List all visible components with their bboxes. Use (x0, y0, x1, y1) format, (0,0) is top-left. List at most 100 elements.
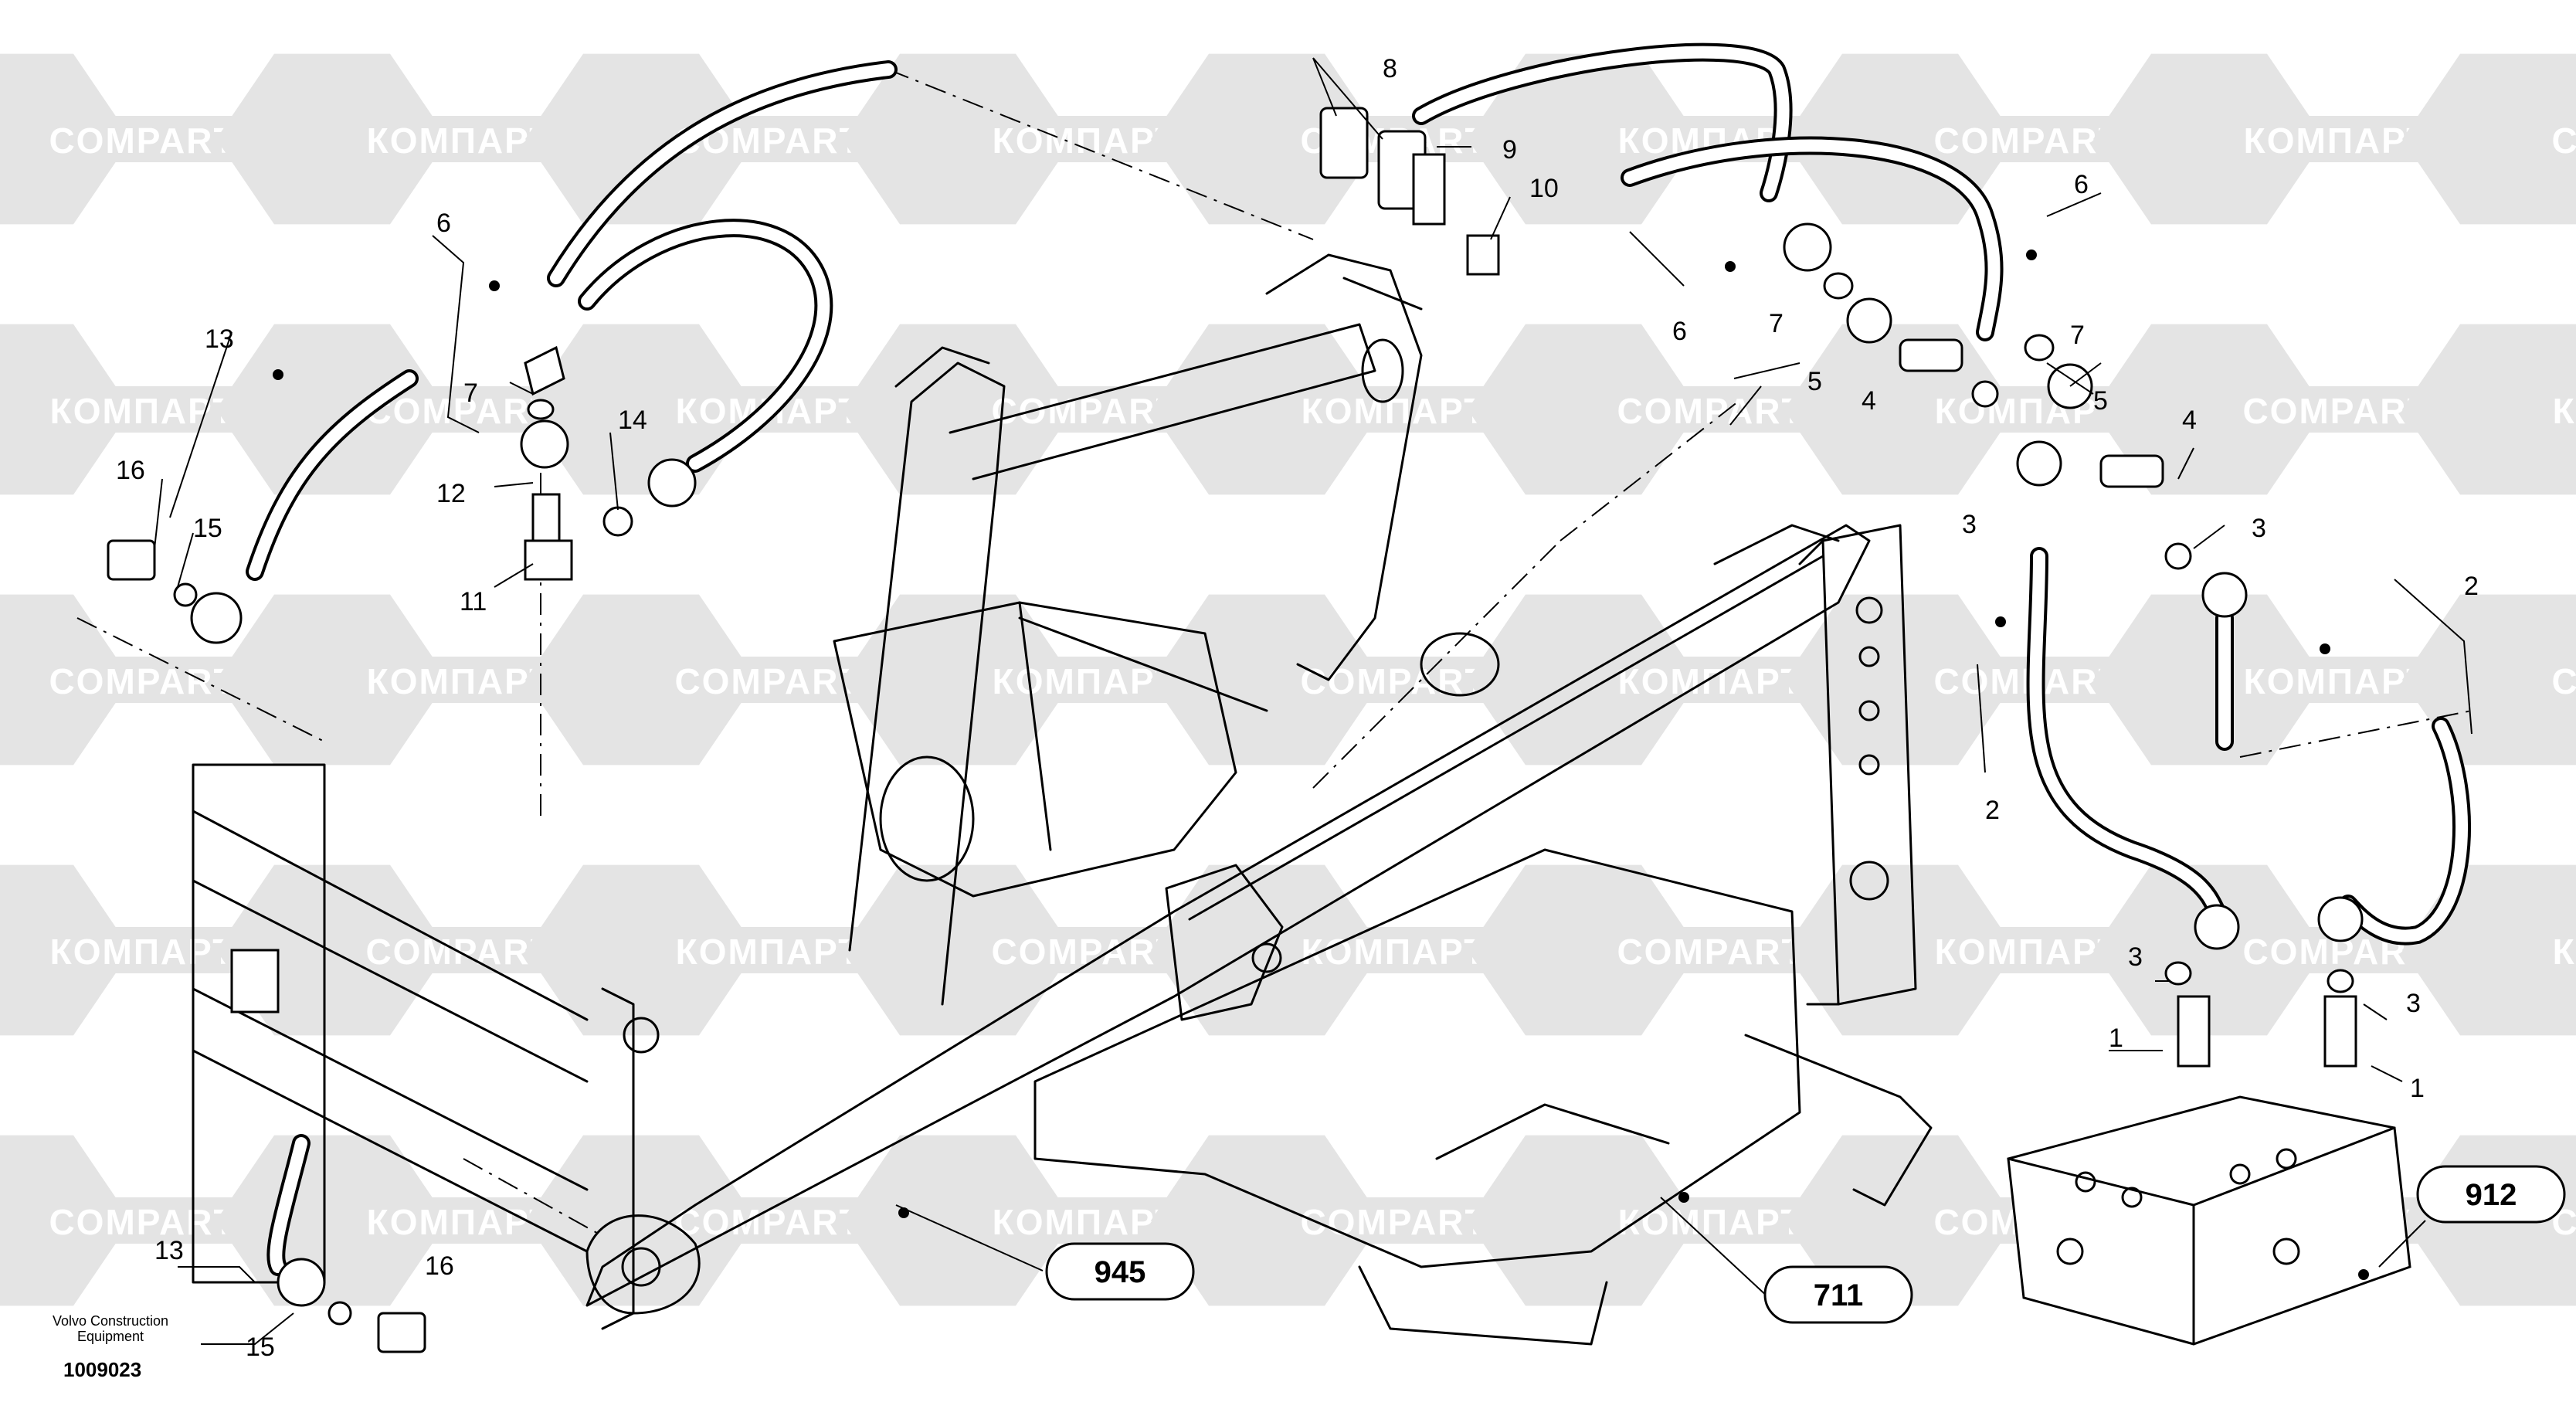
part-number-3-low-right: 3 (2406, 989, 2421, 1018)
watermark-hexagon (1784, 864, 2016, 1036)
watermark-hexagon (525, 864, 757, 1036)
part-number-labels: 8 9 10 6 7 12 11 14 13 16 15 6 7 5 4 3 6… (116, 54, 2479, 1362)
leader-dots (273, 250, 2369, 1280)
callout-945[interactable]: 945 (1045, 1242, 1195, 1301)
watermark-text: COMPART (1933, 121, 2121, 161)
watermark-hexagon (1784, 1135, 2016, 1306)
part-number-2-mid: 2 (1985, 796, 2000, 825)
callout-711[interactable]: 711 (1763, 1265, 1913, 1324)
watermark-text: КОМПАРТ (1618, 661, 1804, 701)
part-number-10: 10 (1529, 174, 1559, 203)
watermark-text: COMPART (1617, 932, 1804, 972)
part-number-5-far: 5 (2093, 386, 2108, 416)
part-number-6-far: 6 (2074, 170, 2089, 199)
part-number-16: 16 (116, 456, 145, 485)
callout-945-label: 945 (1095, 1255, 1146, 1289)
watermark-tile: КОМПАРТ (2093, 594, 2449, 766)
watermark-text: КОМПАРТ (367, 661, 553, 701)
part-number-3-low: 3 (2128, 942, 2143, 972)
watermark-hexagon (842, 324, 1074, 495)
part-number-7-right: 7 (1769, 309, 1784, 338)
watermark-tile: COMPART (842, 864, 1197, 1036)
watermark-text: КОМПАРТ (50, 391, 236, 431)
watermark-text: КОМПАРТ (367, 121, 553, 161)
callout-711-label: 711 (1814, 1278, 1864, 1312)
watermark-hexagon (525, 53, 757, 225)
watermark-tile: КОМПАРТ (842, 53, 1197, 225)
watermark-tile: КОМПАРТ (0, 864, 255, 1036)
watermark-hexagon (1468, 594, 1699, 766)
watermark-hexagon (1151, 1135, 1383, 1306)
part-number-7: 7 (463, 379, 478, 408)
watermark-layer: COMPARTКОМПАРТCOMPARTКОМПАРТCOMPARTКОМПА… (0, 53, 2576, 1306)
watermark-hexagon (842, 53, 1074, 225)
callout-912[interactable]: 912 (2416, 1165, 2566, 1224)
watermark-hexagon (1151, 594, 1383, 766)
loader-frame (76, 69, 2472, 1346)
watermark-hexagon (2402, 53, 2576, 225)
watermark-tile: COMPART (0, 53, 255, 225)
watermark-hexagon (842, 594, 1074, 766)
watermark-text: КОМПАРТ (2553, 391, 2576, 431)
part-number-6: 6 (436, 209, 451, 238)
watermark-hexagon (2402, 324, 2576, 495)
watermark-text: COMPART (674, 661, 862, 701)
watermark-band (2534, 927, 2576, 973)
part-number-14: 14 (618, 406, 647, 435)
watermark-text: COMPART (49, 1202, 236, 1242)
watermark-tile: КОМПАРТ (1151, 324, 1506, 495)
watermark-tile: COMPART (1151, 1135, 1506, 1306)
watermark-band (2534, 116, 2576, 162)
watermark-text: КОМПАРТ (1935, 932, 2121, 972)
watermark-hexagon (1468, 1135, 1699, 1306)
watermark-text: КОМПАРТ (993, 661, 1179, 701)
leader-lines (154, 57, 2472, 1345)
watermark-tile: COMPART (1468, 324, 1823, 495)
watermark-text: КОМПАРТ (50, 932, 236, 972)
watermark-text: COMPART (49, 121, 236, 161)
watermark-hexagon (1468, 324, 1699, 495)
watermark-tile: COMPART (216, 324, 572, 495)
watermark-tile: КОМПАРТ (216, 1135, 572, 1306)
watermark-text: КОМПАРТ (2553, 932, 2576, 972)
watermark-tile: COMPART (2093, 864, 2449, 1036)
watermark-text: КОМПАРТ (367, 1202, 553, 1242)
part-number-3-right: 3 (1962, 510, 1977, 539)
callout-912-label: 912 (2466, 1178, 2517, 1212)
part-number-11: 11 (460, 587, 487, 616)
fittings (107, 107, 2364, 1353)
watermark-text: COMPART (49, 661, 236, 701)
watermark-text: КОМПАРТ (1618, 1202, 1804, 1242)
hydraulic-hoses (246, 42, 2472, 1276)
part-number-16-low: 16 (425, 1251, 454, 1281)
watermark-text: КОМПАРТ (676, 932, 862, 972)
watermark-hexagon (2093, 864, 2325, 1036)
watermark-text: КОМПАРТ (2244, 661, 2430, 701)
watermark-text: COMPART (2551, 661, 2576, 701)
watermark-text: COMPART (991, 932, 1179, 972)
watermark-tile: КОМПАРТ (1784, 864, 2140, 1036)
part-number-4-right: 4 (1862, 386, 1876, 416)
watermark-hexagon (1151, 53, 1383, 225)
watermark-hexagon (842, 864, 1074, 1036)
watermark-hexagon (2093, 324, 2325, 495)
watermark-band (2534, 657, 2576, 703)
watermark-hexagon (525, 594, 757, 766)
part-number-1-right: 1 (2410, 1074, 2425, 1103)
part-number-3-far: 3 (2252, 514, 2266, 543)
watermark-text: КОМПАРТ (1302, 932, 1488, 972)
watermark-hexagon (216, 53, 448, 225)
part-number-5-right: 5 (1807, 367, 1822, 396)
watermark-tile: КОМПАРТ (216, 594, 572, 766)
watermark-band (2534, 386, 2576, 433)
watermark-tile: COMPART (2402, 594, 2576, 766)
part-number-8: 8 (1383, 54, 1397, 83)
watermark-hexagon (842, 1135, 1074, 1306)
part-number-1-left: 1 (2109, 1024, 2123, 1053)
part-number-6-right: 6 (1672, 317, 1687, 346)
watermark-text: КОМПАРТ (2244, 121, 2430, 161)
watermark-tile: КОМПАРТ (842, 1135, 1197, 1306)
watermark-text: COMPART (1617, 391, 1804, 431)
